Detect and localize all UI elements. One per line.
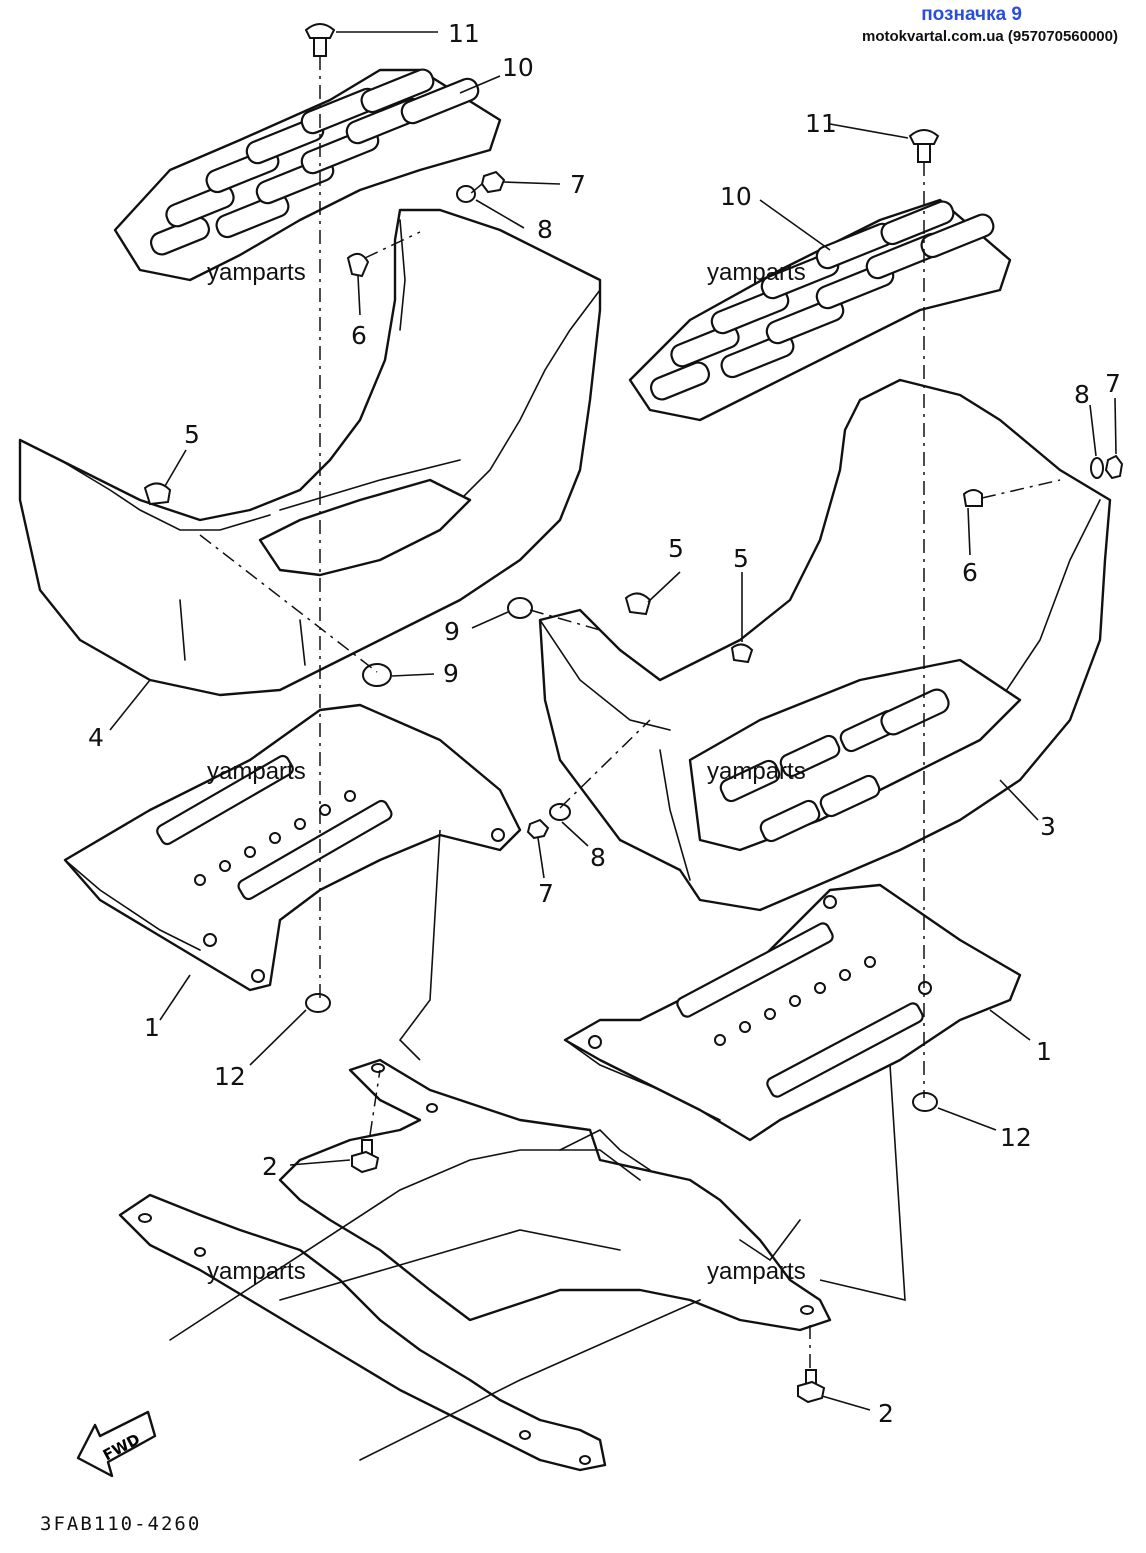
callout-4: 4 (88, 723, 104, 752)
right-footpad (628, 198, 1012, 422)
callout-3: 3 (1040, 812, 1056, 841)
callout-12r: 12 (1000, 1123, 1032, 1152)
assembly-axes (199, 56, 1061, 1368)
watermark-text: yamparts (707, 259, 806, 286)
site-caption: motokvartal.com.ua (957070560000) (862, 28, 1118, 45)
watermark-text: yamparts (707, 758, 806, 785)
callout-9b: 9 (444, 617, 460, 646)
callout-7: 7 (570, 170, 586, 199)
callout-5s: 5 (733, 544, 749, 573)
right-plate (563, 883, 1022, 1142)
callouts: 11 10 7 8 6 5 4 9 9 1 12 2 11 10 8 7 6 5… (88, 19, 1121, 1428)
watermark-text: yamparts (207, 758, 306, 785)
right-footrest-guard (538, 378, 1112, 912)
callout-7r: 7 (1105, 369, 1121, 398)
left-plate (63, 703, 522, 992)
callout-11: 11 (448, 19, 480, 48)
page-title: позначка 9 (921, 4, 1022, 25)
callout-9: 9 (443, 659, 459, 688)
callout-1r: 1 (1036, 1037, 1052, 1066)
callout-8s: 8 (590, 843, 606, 872)
watermarks: yamparts yamparts yamparts yamparts yamp… (207, 259, 806, 1285)
callout-10r: 10 (720, 182, 752, 211)
hardware (143, 23, 1124, 1404)
callout-8: 8 (537, 215, 553, 244)
callout-1: 1 (144, 1013, 160, 1042)
callout-2: 2 (262, 1152, 278, 1181)
left-footrest-guard (18, 208, 602, 697)
diagram-code: 3FAB110-4260 (40, 1513, 201, 1535)
callout-10: 10 (502, 53, 534, 82)
callout-5r: 5 (668, 534, 684, 563)
frame (118, 1058, 832, 1472)
callout-8r: 8 (1074, 380, 1090, 409)
callout-5: 5 (184, 420, 200, 449)
callout-11r: 11 (805, 109, 837, 138)
callout-12: 12 (214, 1062, 246, 1091)
leader-lines (109, 31, 1117, 1411)
callout-2r: 2 (878, 1399, 894, 1428)
watermark-text: yamparts (207, 1258, 306, 1285)
left-footpad (113, 68, 502, 282)
watermark-text: yamparts (207, 259, 306, 286)
callout-6: 6 (351, 321, 367, 350)
watermark-text: yamparts (707, 1258, 806, 1285)
callout-6r: 6 (962, 558, 978, 587)
callout-7s: 7 (538, 879, 554, 908)
fwd-arrow: FWD (76, 1410, 157, 1478)
